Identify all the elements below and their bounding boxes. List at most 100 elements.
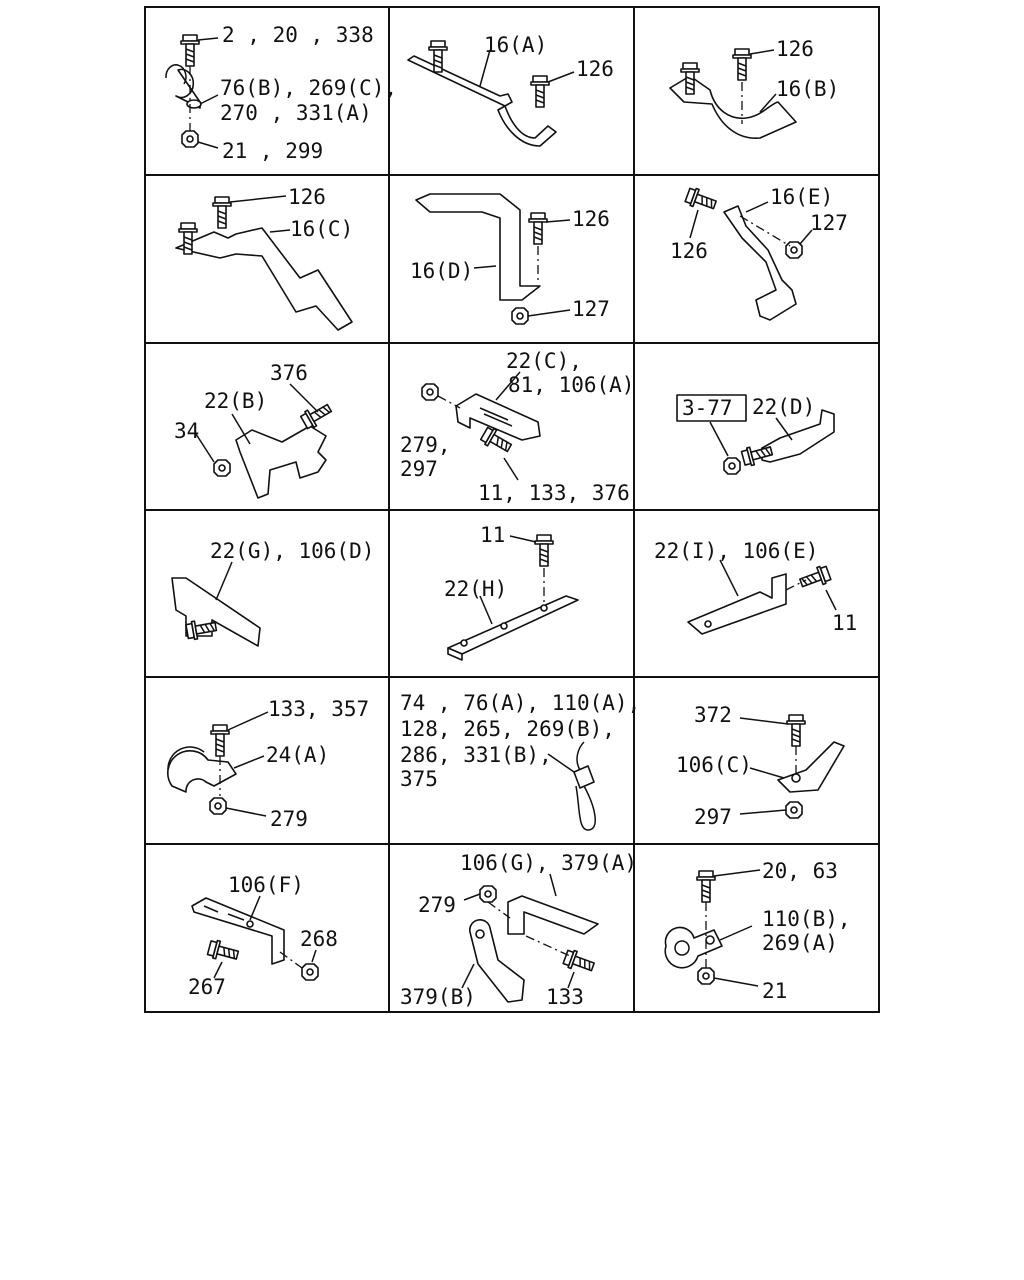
- label-34: 34: [174, 419, 199, 443]
- label-tie-line-4: 375: [400, 767, 438, 791]
- bracket-part-icon: [507, 895, 599, 935]
- bolt-part-icon: [732, 48, 752, 81]
- label-tie-line-3: 286, 331(B),: [400, 743, 552, 767]
- label-279: 279,: [400, 433, 451, 457]
- bolt-part-icon: [561, 947, 597, 977]
- label-126: 126: [576, 57, 614, 81]
- bolt-part-icon: [528, 212, 548, 245]
- label-tie-line-2: 128, 265, 269(B),: [400, 717, 615, 741]
- label-76b-269c: 76(B), 269(C),: [220, 76, 397, 100]
- label-22c: 22(C),: [506, 349, 582, 373]
- bolt-part-icon: [206, 938, 241, 965]
- nut-part-icon: [785, 801, 803, 819]
- bracket-part-icon: [171, 577, 261, 647]
- label-297: 297: [400, 457, 438, 481]
- label-22d: 22(D): [752, 395, 815, 419]
- label-267: 267: [188, 975, 226, 999]
- clamp-part-icon: [664, 926, 723, 969]
- label-11: 11: [832, 611, 857, 635]
- bolt-part-icon: [683, 185, 719, 215]
- label-22i-106e: 22(I), 106(E): [654, 539, 818, 563]
- bracket-part-icon: [235, 425, 327, 499]
- label-tie-line-1: 74 , 76(A), 110(A),: [400, 691, 640, 715]
- label-reference-3-77: 3-77: [682, 396, 733, 420]
- label-133: 133: [546, 985, 584, 1009]
- label-24a: 24(A): [266, 743, 329, 767]
- label-2-20-338: 2 , 20 , 338: [222, 23, 374, 47]
- bracket-part-icon: [723, 205, 797, 321]
- label-106f: 106(F): [228, 873, 304, 897]
- cable-tie-part-icon: [573, 765, 595, 789]
- label-126: 126: [776, 37, 814, 61]
- nut-part-icon: [181, 130, 199, 148]
- bracket-part-icon: [447, 595, 579, 655]
- nut-part-icon: [479, 885, 497, 903]
- label-126: 126: [670, 239, 708, 263]
- cell-15-bracket-106c: 372 106(C) 297: [676, 703, 845, 829]
- bracket-part-icon: [669, 75, 797, 139]
- clamp-part-icon: [167, 750, 237, 793]
- bracket-part-icon: [175, 227, 353, 331]
- label-21-299: 21 , 299: [222, 139, 323, 163]
- label-16c: 16(C): [290, 217, 353, 241]
- cell-13-clip-24a: 133, 357 24(A) 279: [167, 697, 369, 831]
- bolt-part-icon: [696, 870, 716, 903]
- label-16e: 16(E): [770, 185, 833, 209]
- bolt-part-icon: [786, 714, 806, 747]
- label-11-133-376: 11, 133, 376: [478, 481, 630, 505]
- label-270-331a: 270 , 331(A): [220, 101, 372, 125]
- nut-part-icon: [697, 967, 715, 985]
- bracket-part-icon: [407, 55, 513, 107]
- label-279: 279: [418, 893, 456, 917]
- label-269a: 269(A): [762, 931, 838, 955]
- cell-17-bracket-106g: 106(G), 379(A) 279 379(B) 133: [400, 851, 637, 1009]
- cell-1-clip-assembly: 2 , 20 , 338 76(B), 269(C), 270 , 331(A)…: [165, 23, 397, 163]
- label-133-357: 133, 357: [268, 697, 369, 721]
- label-279: 279: [270, 807, 308, 831]
- label-372: 372: [694, 703, 732, 727]
- label-22g-106d: 22(G), 106(D): [210, 539, 374, 563]
- bolt-part-icon: [530, 75, 550, 108]
- label-376: 376: [270, 361, 308, 385]
- cell-18-clip-110b: 20, 63 110(B), 269(A) 21: [664, 859, 851, 1003]
- label-81-106a: 81, 106(A): [508, 373, 634, 397]
- bracket-part-icon: [191, 897, 285, 965]
- label-21: 21: [762, 979, 787, 1003]
- label-110b: 110(B),: [762, 907, 851, 931]
- label-268: 268: [300, 927, 338, 951]
- bolt-part-icon: [210, 724, 230, 757]
- cell-11-bracket-22h: 11 22(H): [444, 523, 579, 661]
- cell-3-bracket-16b: 126 16(B): [669, 37, 839, 139]
- cell-2-bracket-16a: 16(A) 126: [407, 33, 614, 147]
- label-379b: 379(B): [400, 985, 476, 1009]
- bracket-part-icon: [455, 393, 541, 441]
- label-106c: 106(C): [676, 753, 752, 777]
- bolt-part-icon: [534, 534, 554, 567]
- bolt-part-icon: [180, 34, 200, 67]
- cell-10-bracket-22g: 22(G), 106(D): [171, 539, 374, 647]
- reference-box: [676, 394, 747, 422]
- bracket-part-icon: [687, 573, 787, 635]
- cell-6-bracket-16e: 16(E) 127 126: [670, 185, 848, 321]
- bracket-b-part-icon: [469, 919, 525, 1003]
- label-126: 126: [288, 185, 326, 209]
- bracket-part-icon: [761, 409, 835, 463]
- label-16d: 16(D): [410, 259, 473, 283]
- cell-12-bracket-22i: 22(I), 106(E) 11: [654, 539, 857, 635]
- label-297: 297: [694, 805, 732, 829]
- cell-9-bracket-22d: 3-77 22(D): [676, 394, 835, 475]
- label-127: 127: [810, 211, 848, 235]
- bracket-part-icon: [777, 741, 845, 793]
- cell-5-bracket-16d: 126 16(D) 127: [410, 193, 610, 325]
- bolt-part-icon: [212, 196, 232, 229]
- cell-4-bracket-16c: 126 16(C): [175, 185, 353, 331]
- label-22h: 22(H): [444, 577, 507, 601]
- nut-part-icon: [421, 383, 439, 401]
- nut-part-icon: [301, 963, 319, 981]
- cell-14-cable-tie: 74 , 76(A), 110(A), 128, 265, 269(B), 28…: [400, 691, 640, 831]
- label-16a: 16(A): [484, 33, 547, 57]
- nut-part-icon: [209, 797, 227, 815]
- label-20-63: 20, 63: [762, 859, 838, 883]
- bracket-part-icon: [415, 193, 541, 301]
